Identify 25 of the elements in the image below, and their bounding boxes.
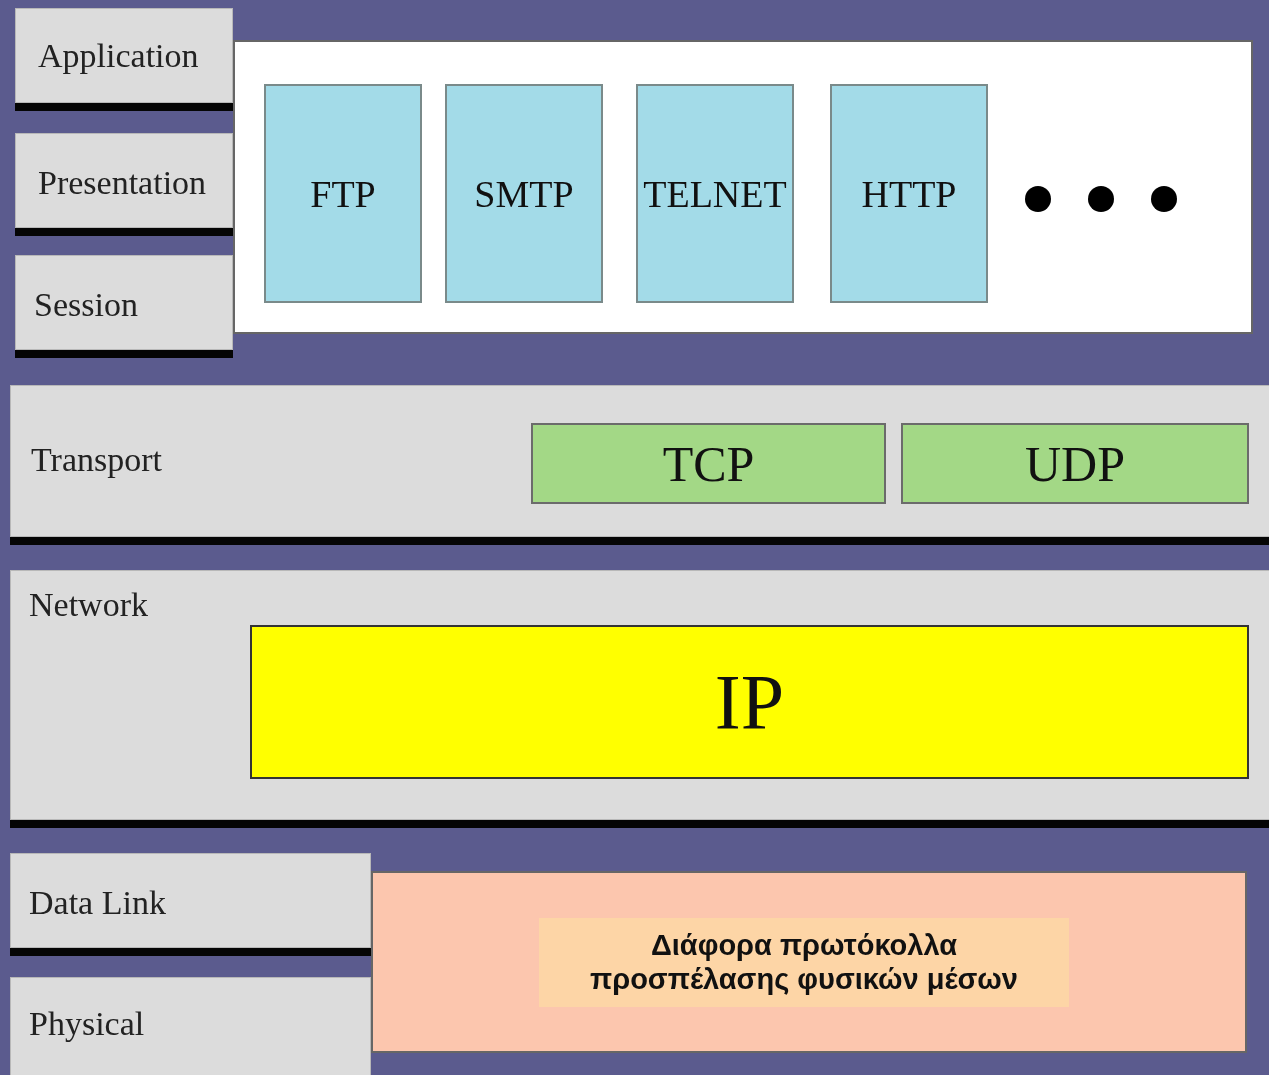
layer-label: Data Link [29, 884, 166, 922]
protocol-panel [371, 871, 1247, 1053]
protocol-label: TELNET [643, 171, 787, 216]
layer-label: Transport [31, 441, 162, 479]
protocol-box [636, 84, 794, 303]
layer-label: Session [34, 286, 138, 324]
protocol-label: SMTP [474, 171, 574, 216]
layer-band [10, 977, 371, 1075]
protocol-label: IP [714, 657, 785, 747]
protocol-label: TCP [662, 434, 755, 493]
protocol-box [250, 625, 1249, 779]
layer-label: Application [38, 37, 199, 75]
protocol-box [830, 84, 988, 303]
protocol-box [264, 84, 422, 303]
protocol-label: FTP [310, 171, 376, 216]
protocol-label: UDP [1025, 434, 1125, 493]
layer-label: Physical [29, 1005, 145, 1043]
note-text: Διάφορα πρωτόκολλα προσπέλασης φυσικών μέσων [589, 929, 1019, 996]
protocol-panel [233, 40, 1253, 334]
protocol-box [901, 423, 1249, 504]
protocol-label: HTTP [861, 171, 957, 216]
layer-label: Presentation [38, 164, 207, 202]
protocol-box [531, 423, 886, 504]
protocol-box [445, 84, 603, 303]
layer-label: Network [29, 586, 148, 624]
